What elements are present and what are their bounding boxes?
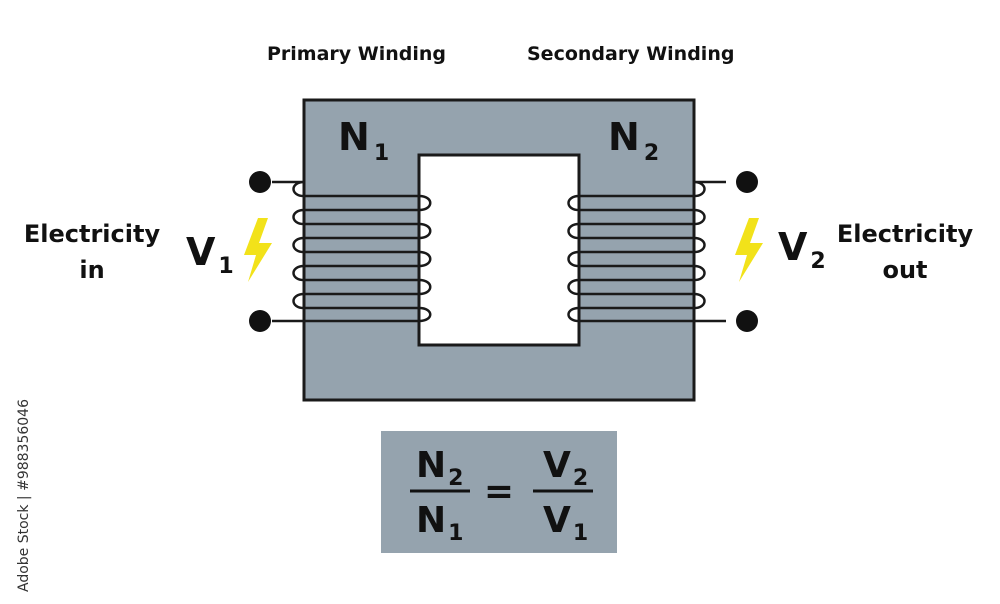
secondary-winding-coil bbox=[567, 180, 726, 323]
primary-winding-coil bbox=[272, 180, 432, 323]
formula-rhs-denominator: V1 bbox=[543, 500, 588, 546]
secondary-winding-label: Secondary Winding bbox=[527, 43, 734, 65]
stock-watermark-text: Adobe Stock | #988356046 bbox=[16, 399, 32, 592]
formula-rhs-numerator: V2 bbox=[543, 445, 588, 491]
electricity-in-label-line2: in bbox=[79, 256, 104, 284]
secondary-terminal-top bbox=[736, 171, 758, 193]
primary-winding-label: Primary Winding bbox=[267, 43, 446, 65]
formula-lhs-denominator: N1 bbox=[416, 500, 463, 546]
primary-terminal-top bbox=[249, 171, 271, 193]
formula-equals: = bbox=[484, 471, 514, 512]
lightning-bolt-icon bbox=[735, 218, 763, 282]
primary-terminal-bottom bbox=[249, 310, 271, 332]
formula-lhs-numerator: N2 bbox=[416, 445, 463, 491]
lightning-bolt-icon bbox=[244, 218, 272, 282]
turns-ratio-formula: N2 N1 = V2 V1 bbox=[381, 431, 617, 553]
electricity-out-label-line1: Electricity bbox=[837, 220, 974, 248]
electricity-in-label-line1: Electricity bbox=[24, 220, 161, 248]
secondary-terminal-bottom bbox=[736, 310, 758, 332]
transformer-core bbox=[302, 98, 696, 402]
electricity-out-label-line2: out bbox=[882, 256, 927, 284]
